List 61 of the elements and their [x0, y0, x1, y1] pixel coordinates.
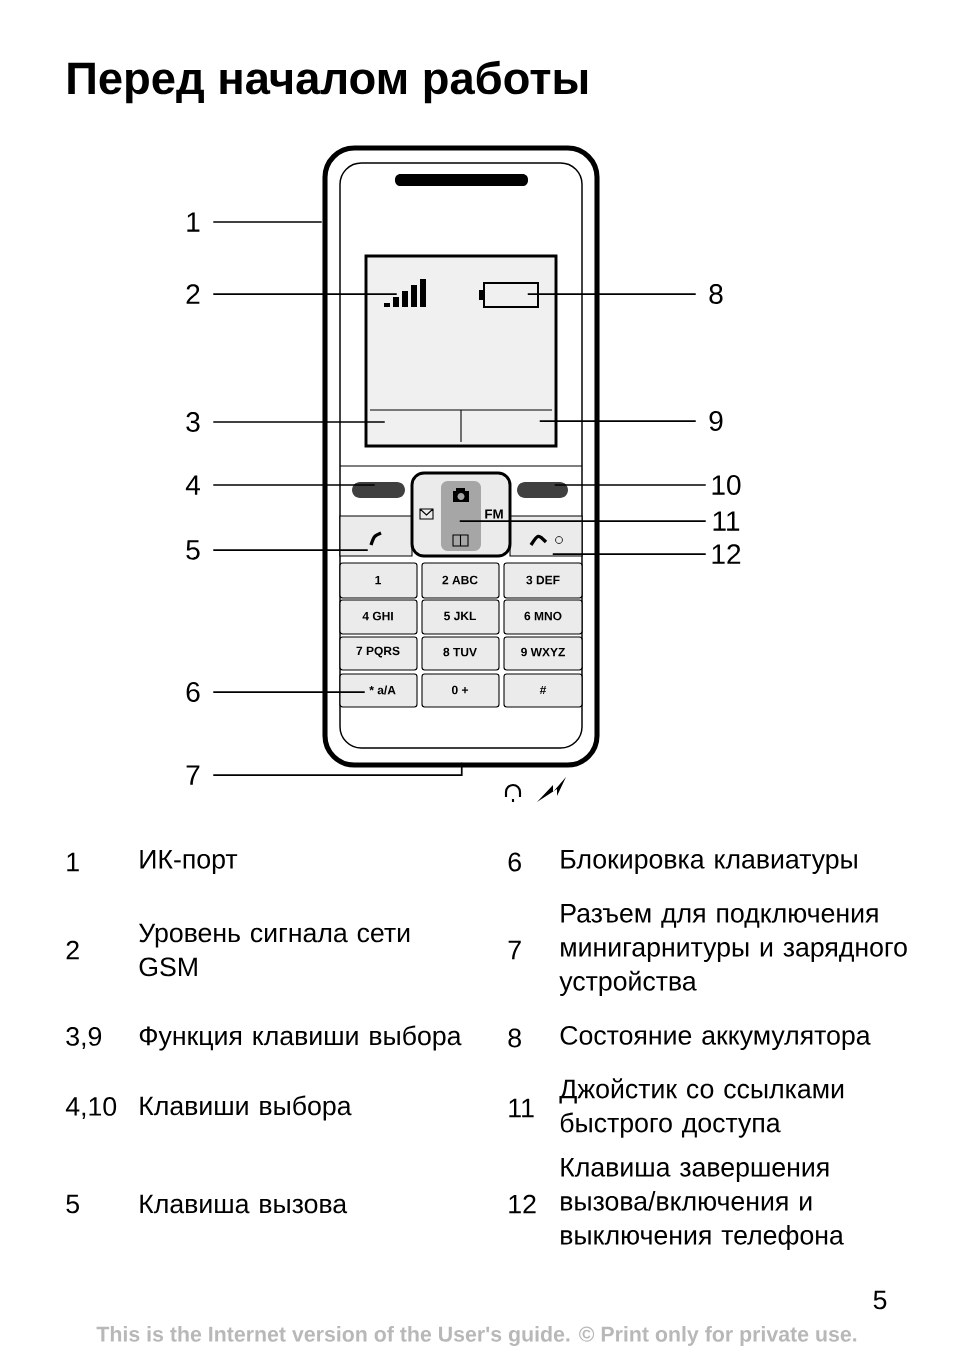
leader-line	[538, 420, 697, 422]
callout-number: 8	[709, 284, 723, 304]
key-label: 0 +	[452, 685, 468, 695]
description-text: Клавиша завершения вызова/включения и выключения телефона	[561, 1158, 844, 1250]
leader-line	[212, 293, 398, 295]
callout-number: 9	[709, 411, 723, 431]
key-label: 7 PQRS	[356, 646, 400, 658]
callout-number: 5	[66, 1194, 79, 1214]
leader-line	[212, 761, 463, 776]
leader-line	[212, 691, 366, 693]
callout-number: 11	[713, 511, 740, 531]
callout-number: 2	[186, 284, 200, 304]
callout-number: 8	[508, 1028, 521, 1048]
callout-number: 7	[186, 765, 200, 785]
key-label: FM	[485, 509, 503, 519]
phone-drawing	[322, 145, 600, 768]
callout-number: 12	[509, 1194, 536, 1214]
footer-note: This is the Internet version of the User's guide. © Print only for private use.	[96, 1326, 857, 1346]
key-label: * a/A	[369, 685, 396, 695]
key-label: 6 MNO	[524, 611, 562, 621]
leader-line	[458, 520, 707, 522]
description-text: Функция клавиши выбора	[139, 1025, 462, 1051]
callout-number: 1	[187, 212, 200, 232]
description-text: Джойстик со ссылками быстрого доступа	[559, 1078, 844, 1138]
callout-number: 10	[712, 475, 741, 495]
description-text: Разъем для подключения минигарнитуры и зарядного устройства	[559, 904, 907, 996]
description-text: Уровень сигнала сети GSM	[139, 923, 410, 977]
page-number: 5	[873, 1290, 887, 1310]
key-label: 9 WXYZ	[521, 647, 565, 657]
key-label: 1	[375, 575, 381, 585]
description-text: Клавиши выбора	[140, 1095, 352, 1121]
leader-line	[212, 484, 376, 486]
callout-number: 7	[508, 940, 521, 960]
page-title: Перед началом работы	[68, 60, 588, 104]
callout-number: 6	[508, 852, 521, 872]
leader-line	[526, 293, 697, 295]
key-label: 5 JKL	[444, 611, 476, 621]
callout-number: 12	[712, 544, 741, 564]
description-text: ИК-порт	[140, 850, 238, 874]
key-label: 4 GHI	[362, 611, 393, 621]
callout-number: 11	[509, 1098, 534, 1118]
description-text: Клавиша вызова	[140, 1194, 348, 1214]
key-label: 8 TUV	[443, 647, 477, 657]
callout-number: 3	[186, 412, 200, 432]
description-text: Блокировка клавиатуры	[561, 850, 857, 874]
key-label: #	[539, 685, 547, 695]
callout-number: 1	[67, 852, 79, 872]
callout-number: 6	[186, 682, 200, 702]
leader-line	[553, 484, 707, 486]
key-label: 2 ABC	[442, 575, 478, 585]
leader-line	[212, 421, 386, 423]
key-label: 3 DEF	[526, 575, 560, 585]
leader-line	[212, 221, 323, 223]
leader-line	[212, 549, 369, 551]
callout-number: 2	[66, 940, 79, 960]
description-text: Состояние аккумулятора	[560, 1025, 871, 1051]
callout-number: 4,10	[65, 1097, 117, 1120]
leader-line	[551, 553, 707, 555]
callout-number: 5	[186, 540, 200, 560]
callout-number: 3,9	[66, 1027, 102, 1050]
callout-number: 4	[185, 475, 200, 495]
